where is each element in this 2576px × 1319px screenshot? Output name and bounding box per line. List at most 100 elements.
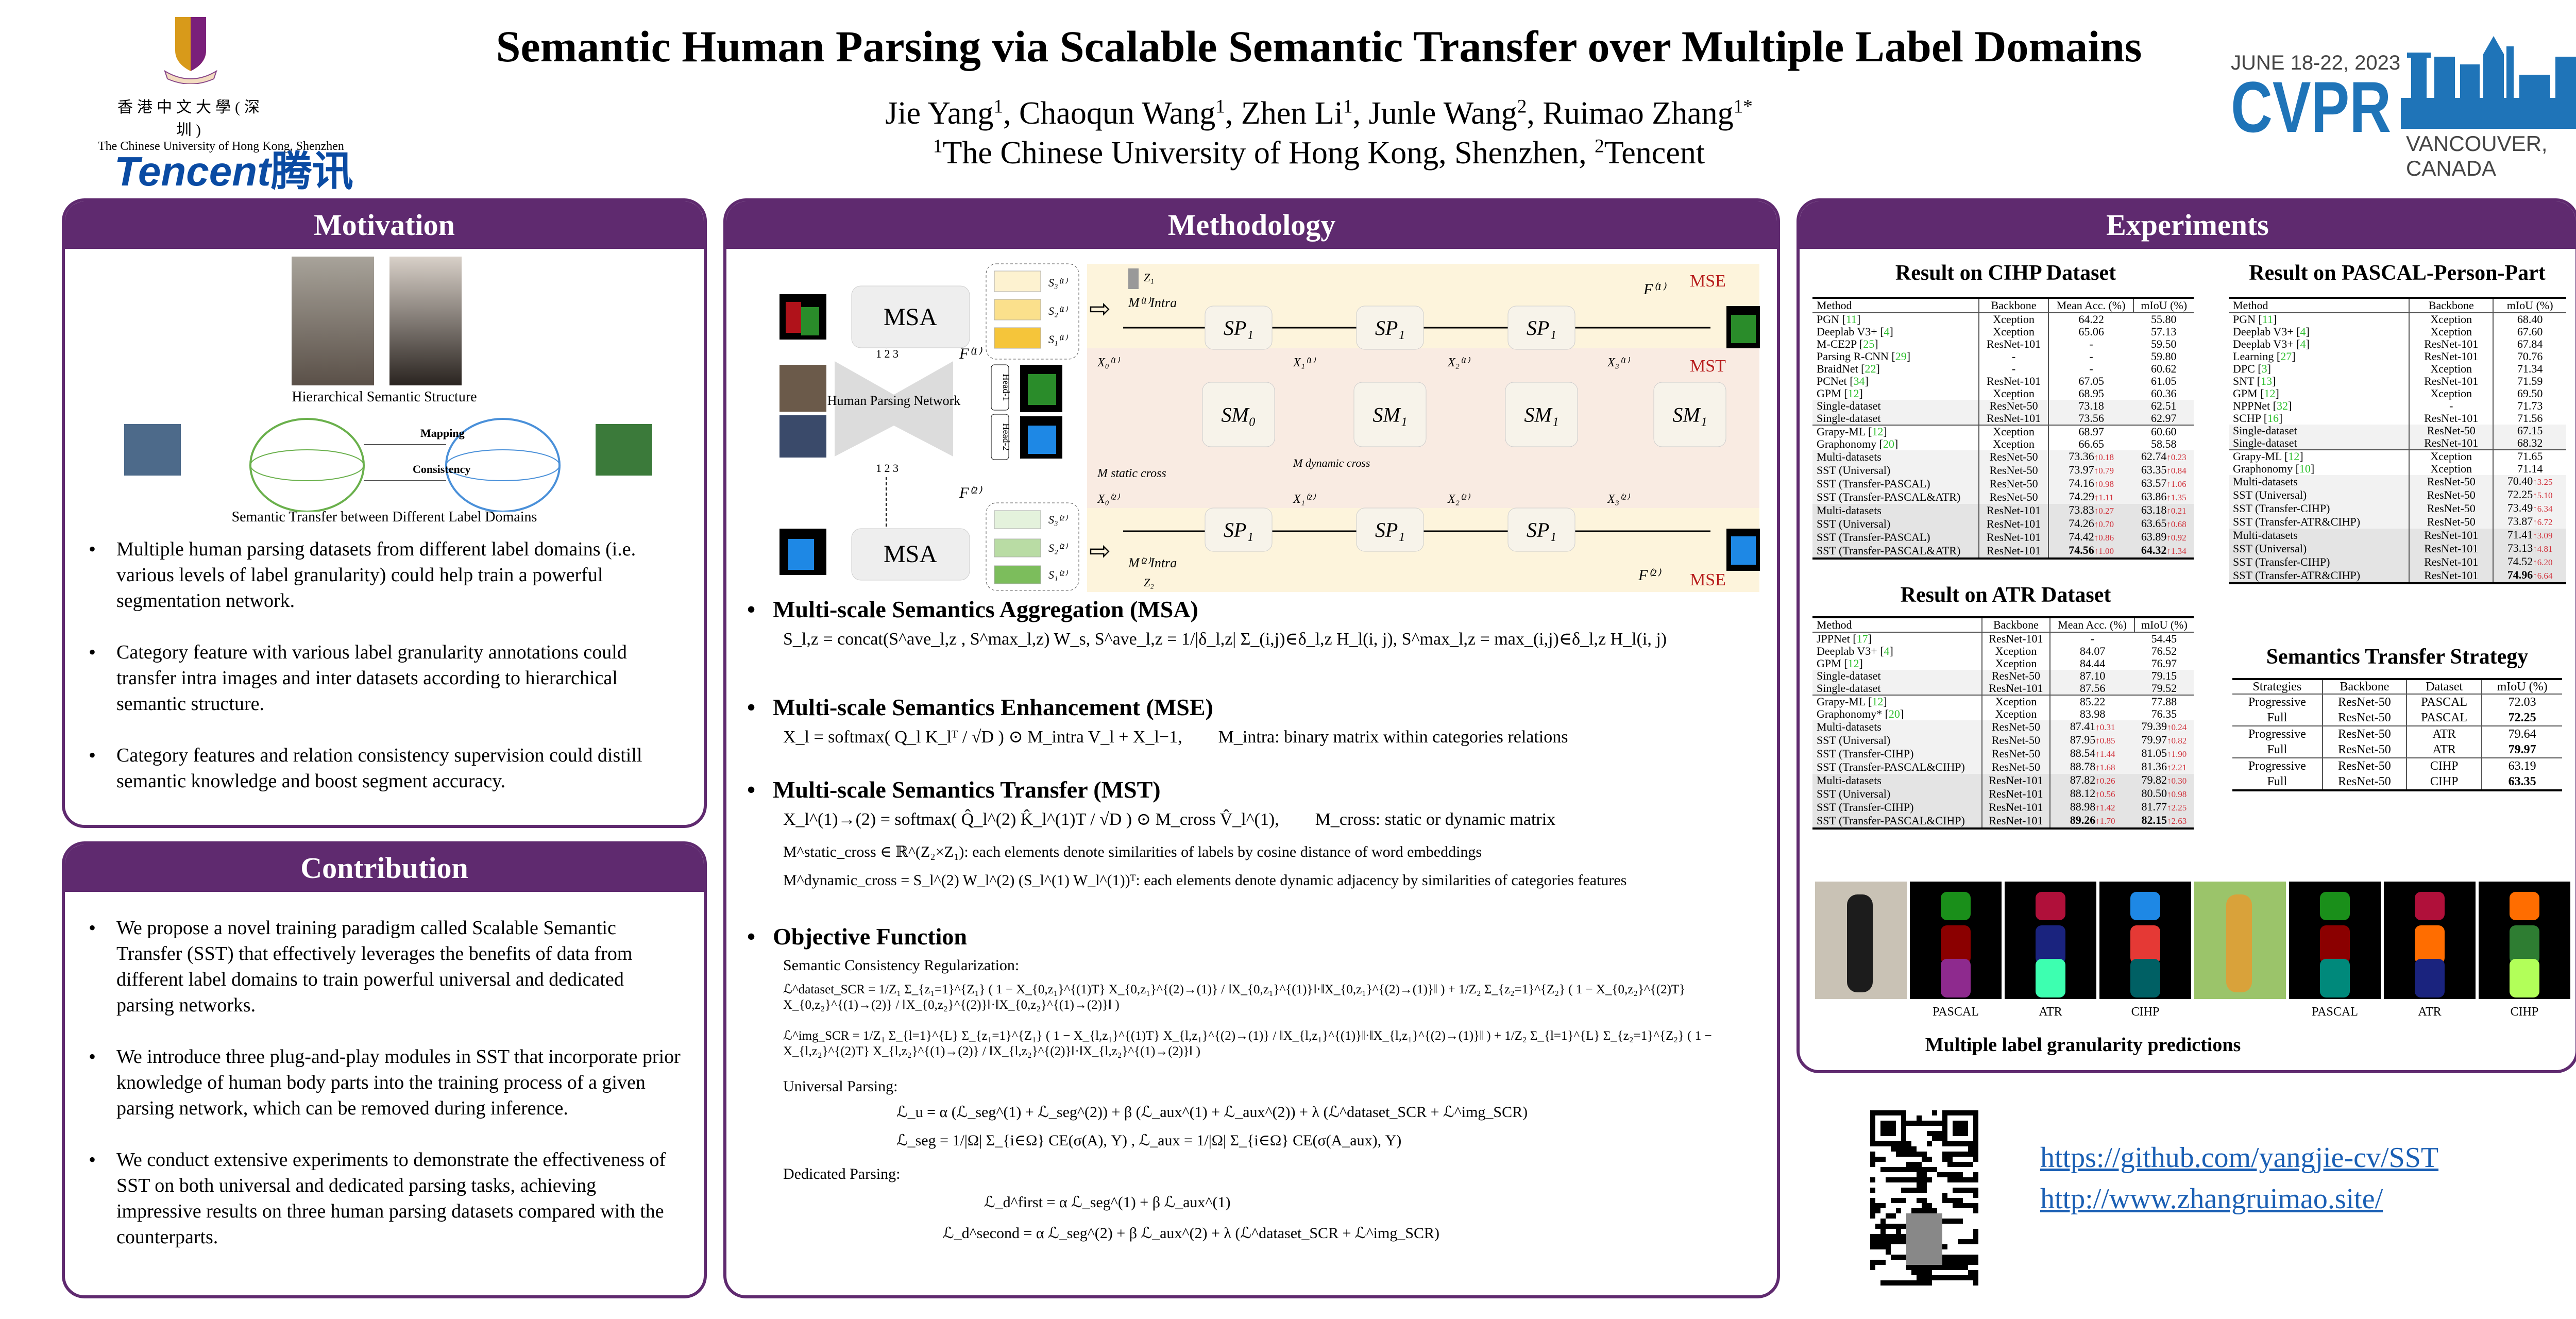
miou-cell: 74.52↑6.20: [2493, 555, 2566, 569]
backbone-cell: ResNet-101: [1978, 544, 2048, 559]
github-link[interactable]: https://github.com/yangjie-cv/SST: [2040, 1142, 2439, 1174]
author-affiliation-mark: 1*: [1733, 96, 1753, 117]
head-1-label: Head-1: [1001, 374, 1011, 401]
x3-2-label: X₃⁽²⁾: [1607, 493, 1630, 506]
improvement-arrow-icon: ↑: [2167, 722, 2172, 732]
method-cell: SST (Universal): [1812, 734, 1982, 747]
author-affiliation-mark: 2: [1517, 96, 1527, 117]
tencent-logo: Tencent腾讯: [114, 138, 353, 198]
feature-stack-top: [986, 263, 1079, 360]
dedicated-second-equation: ℒ_d^second = α ℒ_seg^(2) + β ℒ_aux^(2) +…: [943, 1225, 1440, 1242]
backbone-cell: ResNet-50: [2409, 475, 2494, 488]
mean-acc-cell-value: 87.82: [2070, 773, 2096, 786]
improvement-arrow-icon: ↑: [2094, 546, 2099, 556]
improvement-delta: 0.26: [2099, 776, 2115, 786]
backbone-cell: Xception: [1981, 657, 2050, 670]
improvement-delta: 0.21: [2171, 506, 2187, 516]
qr-avatar: [1906, 1213, 1942, 1265]
msa-equation: S_l,z = concat(S^ave_l,z , S^max_l,z) W_…: [783, 630, 1667, 649]
miou-cell: 63.86↑1.35: [2133, 491, 2194, 504]
citation-ref: 16: [2267, 412, 2279, 425]
column-header: Backbone: [2321, 679, 2407, 695]
improvement-delta: 3.25: [2537, 477, 2553, 487]
improvement-delta: 2.21: [2171, 763, 2187, 772]
miou-cell-value: 77.88: [2151, 695, 2177, 708]
improvement-arrow-icon: ↑: [2166, 493, 2171, 502]
method-cell: SST (Transfer-PASCAL&ATR): [1812, 491, 1979, 504]
parsing-prediction: [2099, 882, 2191, 999]
body-part-region: [2036, 925, 2065, 964]
tencent-logo-cn: 腾讯: [270, 148, 353, 194]
method-cell: PGN [11]: [1817, 313, 1861, 326]
m-intra-2-label: M⁽²⁾Intra: [1128, 555, 1177, 570]
mst-dynamic-def: M^dynamic_cross = S_l^(2) W_l^(2) (S_l^(…: [783, 872, 1627, 889]
mst-tag: MST: [1690, 357, 1726, 376]
mean-acc-cell-value: 73.97: [2069, 463, 2094, 476]
improvement-delta: 3.09: [2537, 531, 2553, 540]
method-name: SCHP: [2233, 412, 2261, 425]
sp-module-bottom-label: SP₁: [1527, 518, 1556, 542]
miou-cell-value: 80.50: [2141, 787, 2167, 800]
table-row: JPPNet [17]ResNet-101-54.45: [1812, 632, 2194, 645]
mean-acc-cell-value: 74.42: [2069, 530, 2094, 543]
method-name: SST (Universal): [1817, 734, 1891, 747]
mean-acc-cell-value: 73.56: [2078, 412, 2104, 425]
dedicated-first-equation: ℒ_d^first = α ℒ_seg^(1) + β ℒ_aux^(1): [984, 1194, 1231, 1211]
miou-cell: 71.41↑3.09: [2493, 529, 2566, 542]
method-cell: SCHP [16]: [2233, 412, 2283, 425]
method-cell: SST (Transfer-CIHP): [2229, 555, 2410, 569]
miou-cell-value: 60.36: [2150, 387, 2177, 400]
body-part-region: [2130, 959, 2160, 997]
miou-cell: 81.05↑1.90: [2134, 747, 2194, 760]
backbone-cell: Xception: [2409, 313, 2494, 326]
miou-cell: 76.35: [2134, 708, 2194, 720]
mean-acc-cell-value: -: [2089, 362, 2093, 375]
mean-acc-cell-value: -: [2090, 632, 2095, 645]
method-name: SST (Transfer-PASCAL): [1817, 531, 1930, 544]
method-name: Grapy-ML: [1817, 425, 1866, 438]
author-list: Jie Yang1, Chaoqun Wang1, Zhen Li1, Junl…: [885, 96, 1753, 131]
parsing-prediction: [1910, 882, 2002, 999]
improvement-arrow-icon: ↑: [2095, 749, 2100, 759]
sm-module: [1505, 382, 1578, 447]
miou-cell: 73.13↑4.81: [2493, 542, 2566, 555]
miou-cell: 72.25: [2481, 710, 2562, 726]
method-cell: Parsing R-CNN [29]: [1817, 350, 1911, 363]
sp-module-bottom: [1356, 508, 1424, 552]
table-row: BraidNet [22]--60.62: [1812, 363, 2194, 375]
method-cell: Grapy-ML [12]: [2229, 449, 2410, 463]
citation-ref: 12: [1848, 387, 1859, 400]
miou-cell: 60.62: [2133, 363, 2194, 375]
miou-cell: 79.97↑0.82: [2134, 734, 2194, 747]
mean-acc-cell-value: 67.05: [2078, 375, 2104, 387]
sm-module: [1202, 382, 1275, 447]
backbone-cell: Xception: [2409, 363, 2494, 375]
dataset-cell: PASCAL: [2406, 710, 2482, 726]
mean-acc-cell: 88.98↑1.42: [2049, 801, 2134, 814]
method-cell: SST (Transfer-ATR&CIHP): [2229, 569, 2410, 583]
motivation-bullet: Category features and relation consisten…: [86, 742, 683, 794]
method-name: SST (Transfer-PASCAL&ATR): [1817, 491, 1961, 503]
miou-cell-value: 58.58: [2150, 437, 2177, 450]
improvement-arrow-icon: ↑: [2095, 789, 2100, 799]
miou-cell: 63.65↑0.68: [2133, 517, 2194, 531]
mean-acc-cell: 74.42↑0.86: [2047, 530, 2134, 544]
strategy-cell: Full: [2267, 743, 2287, 756]
miou-cell: 81.36↑2.21: [2134, 760, 2194, 774]
mst-equation-row: X_l^(1)→(2) = softmax( Q̂_l^(2) K̂_l^(1)…: [783, 809, 1762, 831]
improvement-arrow-icon: ↑: [2094, 506, 2099, 516]
homepage-link[interactable]: http://www.zhangruimao.site/: [2040, 1183, 2383, 1215]
method-name: SST (Transfer-PASCAL&CIHP): [1817, 760, 1965, 773]
miou-cell: 63.89↑0.92: [2133, 531, 2194, 544]
miou-cell: 54.45: [2134, 632, 2194, 645]
